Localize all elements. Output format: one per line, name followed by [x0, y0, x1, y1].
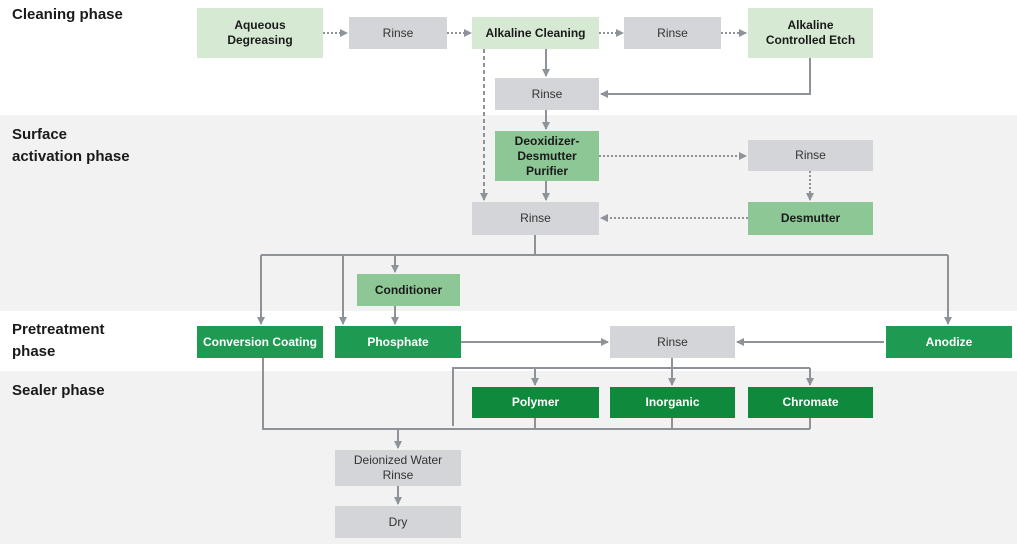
phase-label-sealer: Sealer phase [12, 382, 105, 399]
arrow-etch-to-rinse-3 [600, 58, 811, 98]
step-rinse-3: Rinse [495, 78, 599, 110]
step-rinse-2: Rinse [624, 17, 721, 49]
step-rinse-1: Rinse [349, 17, 447, 49]
phase-label-cleaning: Cleaning phase [12, 6, 123, 23]
step-dry: Dry [335, 506, 461, 538]
step-inorganic: Inorganic [610, 387, 735, 418]
step-conditioner: Conditioner [357, 274, 460, 306]
step-desmutter: Desmutter [748, 202, 873, 235]
step-rinse-5: Rinse [472, 202, 599, 235]
step-rinse-6: Rinse [610, 326, 735, 358]
step-deoxidizer-desmutter-purifier: Deoxidizer- Desmutter Purifier [495, 131, 599, 181]
step-polymer: Polymer [472, 387, 599, 418]
step-anodize: Anodize [886, 326, 1012, 358]
line-conversion-collector [262, 358, 810, 430]
phase-label-pretreatment: Pretreatment phase [12, 321, 105, 360]
step-conversion-coating: Conversion Coating [197, 326, 323, 358]
step-deionized-water-rinse: Deionized Water Rinse [335, 450, 461, 486]
step-alkaline-controlled-etch: Alkaline Controlled Etch [748, 8, 873, 58]
step-alkaline-cleaning: Alkaline Cleaning [472, 17, 599, 49]
step-aqueous-degreasing: Aqueous Degreasing [197, 8, 323, 58]
step-chromate: Chromate [748, 387, 873, 418]
step-rinse-4: Rinse [748, 140, 873, 171]
line-sealer-feed [452, 367, 810, 426]
step-phosphate: Phosphate [335, 326, 461, 358]
phase-label-activation: Surface activation phase [12, 126, 130, 165]
